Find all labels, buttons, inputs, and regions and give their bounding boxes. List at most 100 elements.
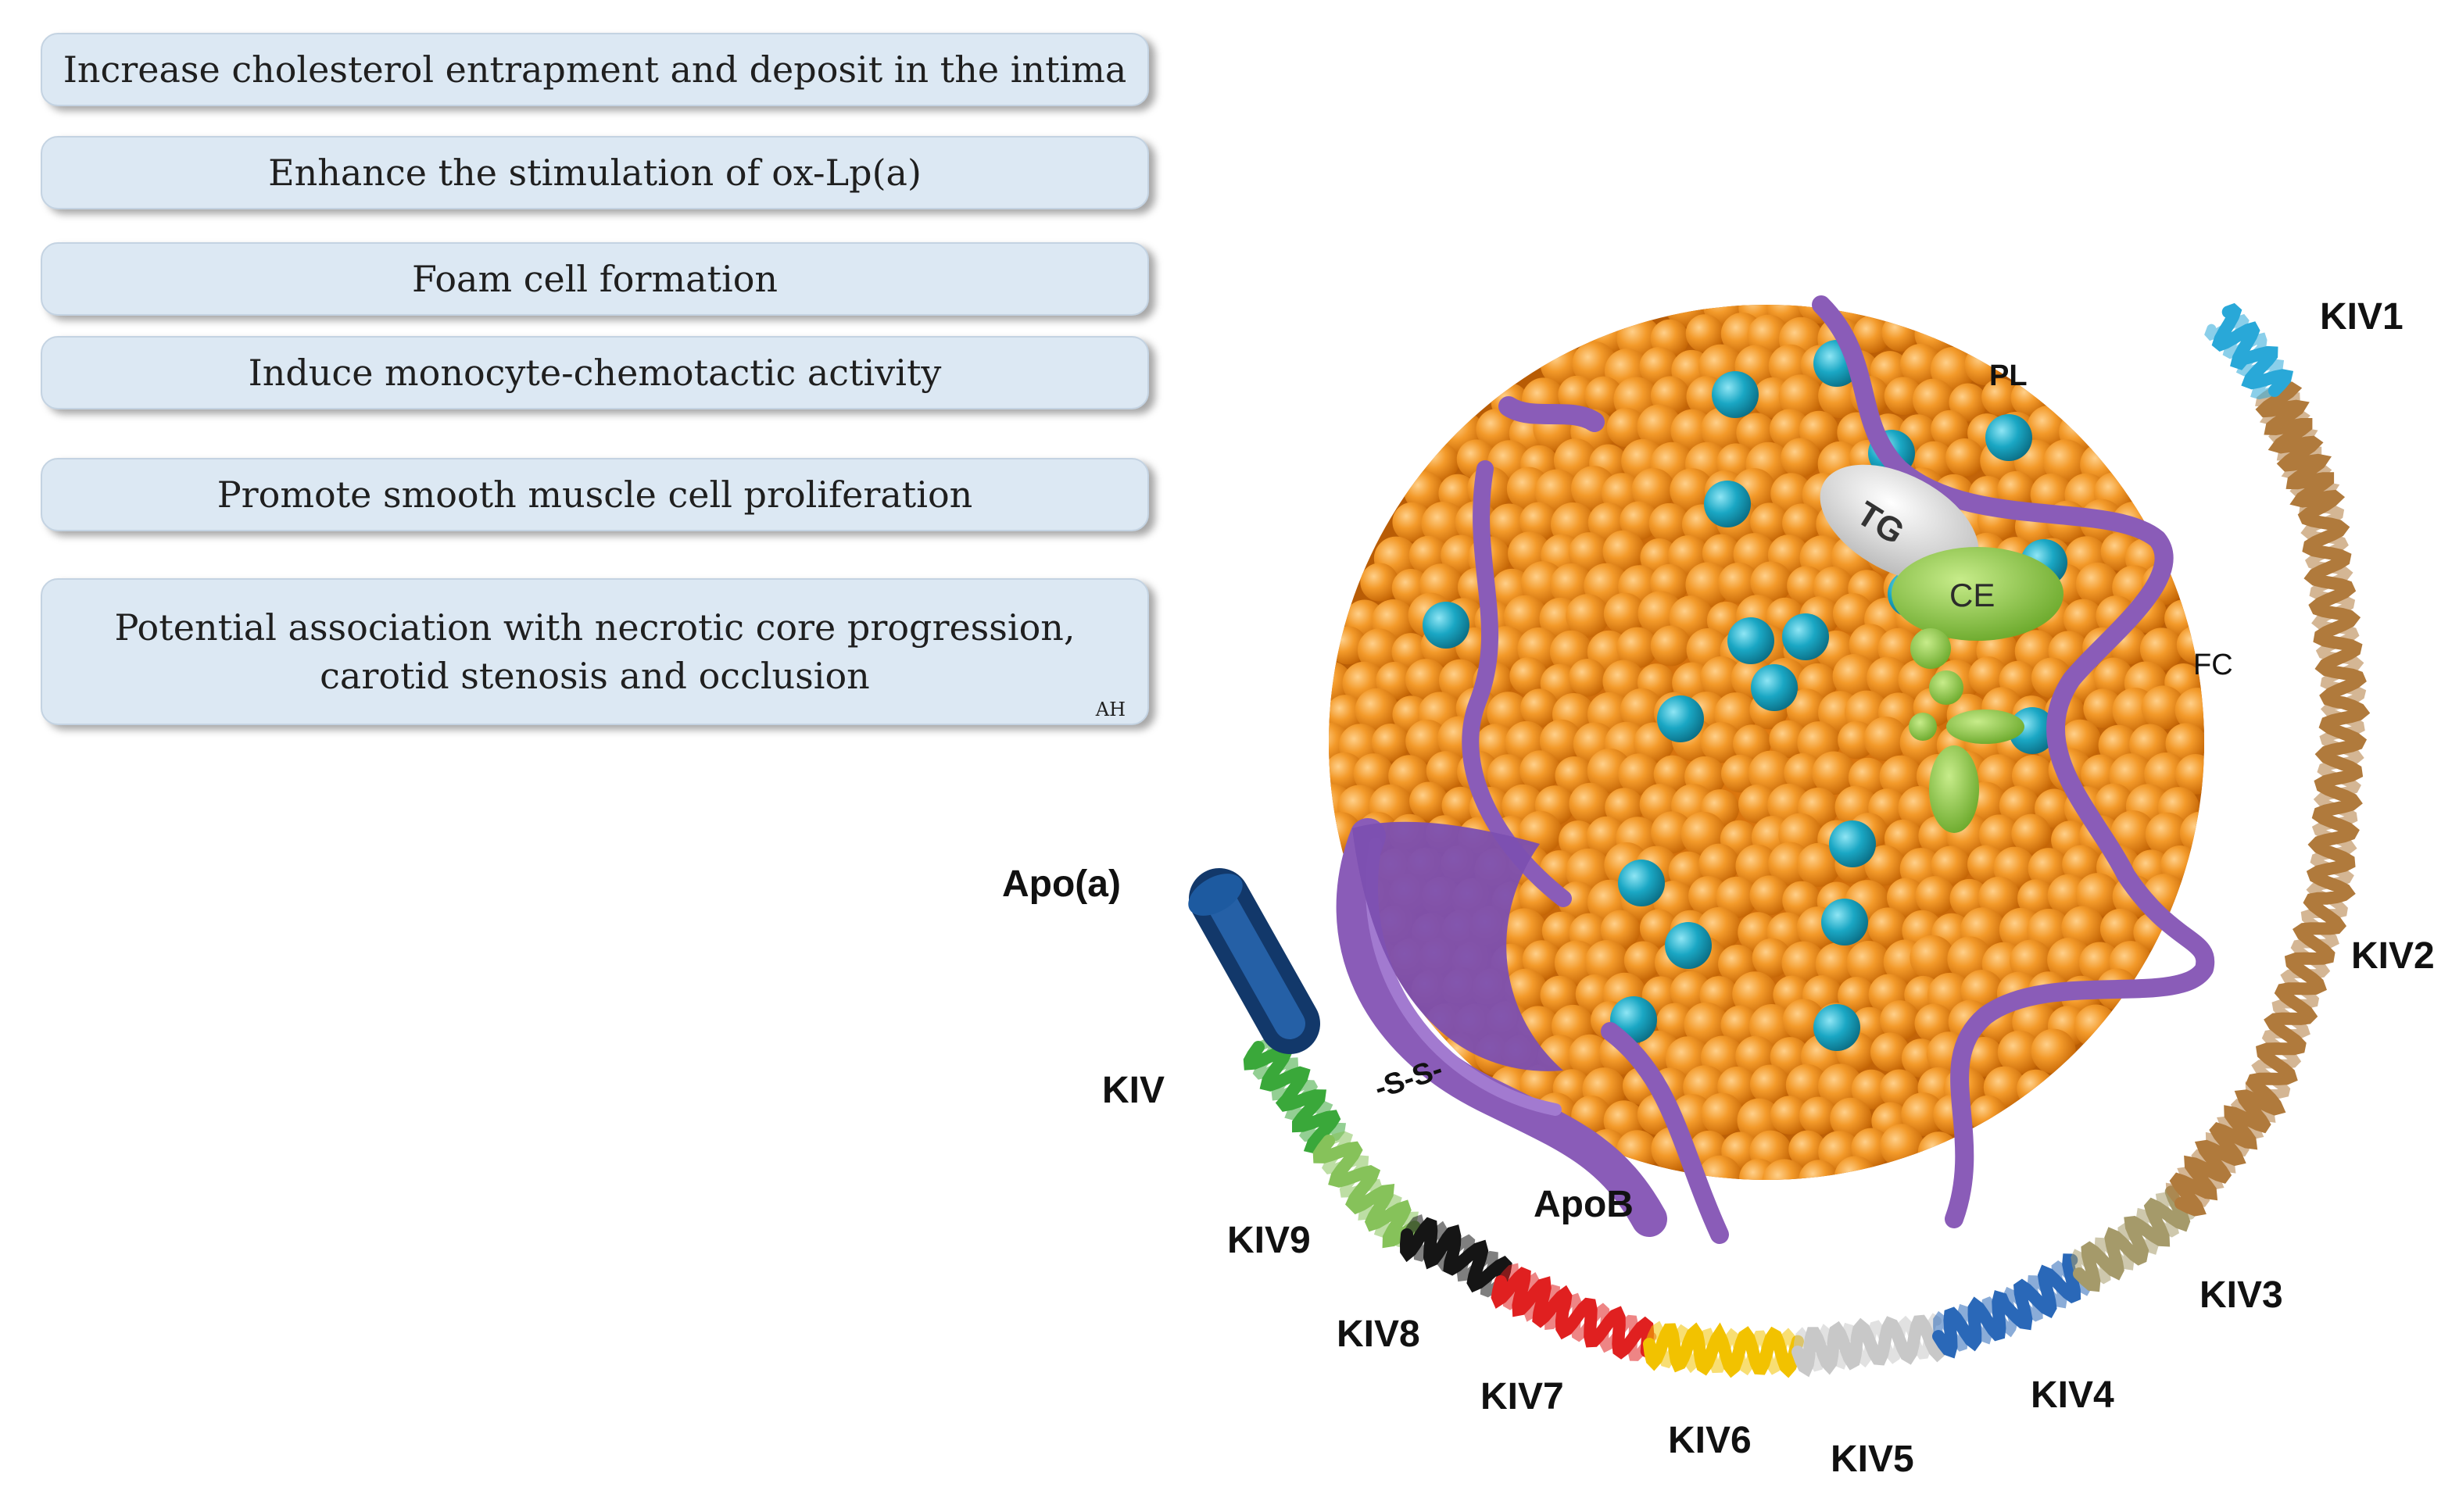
phospholipid-sphere: [2110, 810, 2156, 856]
effect-1-text: Increase cholesterol entrapment and depo…: [63, 48, 1127, 91]
phospholipid-sphere: [2074, 1004, 2118, 1049]
phospholipid-sphere: [1584, 376, 1623, 415]
phospholipid-sphere: [1778, 374, 1823, 419]
phospholipid-sphere: [1700, 407, 1745, 452]
phospholipid-sphere: [1852, 315, 1891, 353]
phospholipid-sphere: [1870, 1032, 1910, 1072]
phospholipid-sphere: [1781, 438, 1820, 478]
phospholipid-sphere: [1405, 719, 1449, 763]
phospholipid-sphere: [1917, 1131, 1960, 1173]
pl-label: PL: [1989, 359, 2028, 392]
apoa-tube: [1188, 868, 1320, 1054]
phospholipid-sphere: [1830, 1097, 1872, 1140]
phospholipid-sphere: [1782, 503, 1822, 543]
effect-box-4: Induce monocyte-chemotactic activity: [41, 336, 1149, 409]
kiv3-helix-segment: [2073, 1185, 2191, 1292]
cholesteryl-ester: [1892, 547, 2063, 641]
phospholipid-sphere: [2083, 688, 2123, 728]
phospholipid-sphere: [1534, 469, 1580, 514]
kiv8-label: KIV8: [1337, 1314, 1420, 1355]
phospholipid-sphere: [1867, 907, 1908, 948]
apob-label: ApoB: [1534, 1184, 1634, 1225]
effect-box-5: Promote smooth muscle cell proliferation: [41, 458, 1149, 531]
phospholipid-sphere: [1623, 941, 1663, 980]
phospholipid-sphere: [1752, 938, 1791, 978]
phospholipid-sphere: [2165, 723, 2204, 764]
phospholipid-sphere: [1700, 721, 1742, 763]
phospholipid-sphere: [1520, 688, 1559, 727]
phospholipid-sphere: [2075, 873, 2120, 917]
phospholipid-sphere: [1851, 1069, 1892, 1110]
phospholipid-sphere: [1912, 378, 1955, 421]
phospholipid-sphere: [1748, 750, 1794, 796]
free-cholesterol-dot: [1423, 602, 1469, 649]
phospholipid-sphere: [1812, 751, 1856, 795]
phospholipid-sphere: [1867, 656, 1910, 699]
fc-label: FC: [2193, 649, 2233, 681]
free-cholesterol-dot: [1712, 371, 1759, 418]
phospholipid-sphere: [1405, 659, 1448, 701]
phospholipid-sphere: [1832, 593, 1874, 634]
effect-box-2: Enhance the stimulation of ox-Lp(a): [41, 136, 1149, 209]
phospholipid-sphere: [1620, 501, 1659, 541]
phospholipid-sphere: [1749, 1064, 1790, 1105]
phospholipid-sphere: [1915, 876, 1956, 916]
phospholipid-sphere: [2034, 788, 2074, 828]
phospholipid-sphere: [1880, 1124, 1924, 1168]
phospholipid-sphere: [1631, 467, 1676, 512]
free-cholesterol-dot: [1829, 820, 1876, 867]
phospholipid-sphere: [1519, 502, 1559, 541]
phospholipid-sphere: [1864, 845, 1906, 886]
apoa-label: Apo(a): [1002, 863, 1121, 905]
free-cholesterol-molecules: [1423, 340, 2067, 1051]
phospholipid-sphere: [1786, 688, 1827, 729]
phospholipid-sphere: [2141, 685, 2185, 730]
phospholipid-sphere: [1616, 627, 1658, 669]
effect-box-3: Foam cell formation: [41, 242, 1149, 316]
phospholipid-sphere: [1886, 878, 1926, 917]
free-cholesterol-dot: [1985, 414, 2032, 461]
phospholipid-sphere: [1558, 881, 1597, 920]
phospholipid-sphere: [2175, 753, 2204, 795]
phospholipid-sphere: [2017, 879, 2056, 917]
phospholipid-sphere: [1353, 753, 1394, 794]
phospholipid-sphere: [1539, 719, 1583, 763]
phospholipid-sphere: [1519, 750, 1561, 792]
phospholipid-sphere: [1879, 755, 1922, 798]
phospholipid-sphere: [1355, 688, 1399, 732]
phospholipid-sphere: [1901, 1092, 1945, 1136]
phospholipid-sphere: [1606, 407, 1647, 448]
phospholipid-sphere: [1997, 1030, 2042, 1074]
phospholipid-sphere: [1653, 755, 1691, 793]
phospholipid-sphere: [1656, 1003, 1695, 1041]
phospholipid-sphere: [1698, 1155, 1742, 1180]
phospholipid-sphere: [1584, 940, 1630, 985]
phospholipid-sphere: [1718, 562, 1759, 604]
phospholipid-sphere: [1799, 1160, 1839, 1180]
phospholipid-sphere: [2031, 1028, 2076, 1074]
phospholipid-sphere: [1618, 753, 1660, 795]
phospholipid-sphere: [1781, 941, 1826, 985]
phospholipid-sphere: [1931, 409, 1969, 449]
free-cholesterol-dot: [1821, 899, 1868, 945]
phospholipid-sphere: [1684, 1002, 1729, 1048]
phospholipid-sphere: [1522, 940, 1562, 979]
phospholipid-sphere: [1716, 876, 1758, 919]
free-cholesterol-dot: [1618, 860, 1665, 906]
phospholipid-sphere: [1651, 811, 1694, 854]
phospholipid-sphere: [1509, 656, 1548, 695]
phospholipid-sphere: [1785, 1063, 1828, 1106]
effect-2-text: Enhance the stimulation of ox-Lp(a): [268, 152, 922, 194]
phospholipid-sphere: [1880, 1000, 1920, 1041]
phospholipid-sphere: [1720, 754, 1759, 793]
kiv4-label: KIV4: [2031, 1374, 2114, 1416]
phospholipid-sphere: [1796, 842, 1842, 887]
phospholipid-sphere: [1738, 784, 1778, 824]
kiv6-label: KIV6: [1668, 1420, 1752, 1461]
phospholipid-sphere: [1945, 438, 1985, 477]
phospholipid-sphere: [2145, 812, 2189, 856]
phospholipid-sphere: [2063, 599, 2103, 639]
phospholipid-sphere: [1648, 502, 1690, 544]
phospholipid-sphere: [1569, 782, 1612, 825]
phospholipid-sphere: [2099, 908, 2141, 949]
